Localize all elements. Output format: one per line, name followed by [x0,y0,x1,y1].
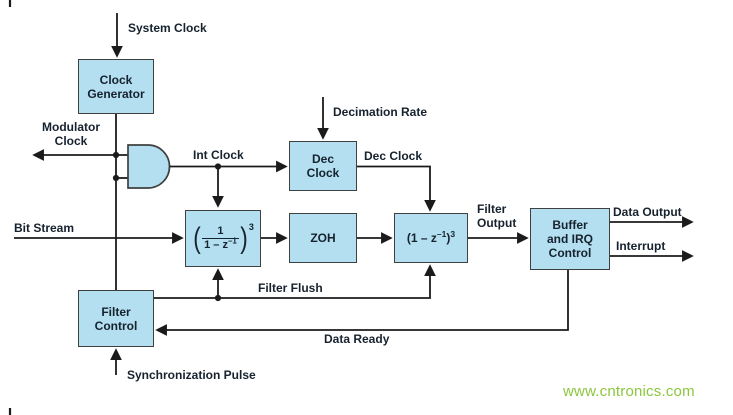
dec-clock-block: Dec Clock [289,141,357,191]
zoh-label: ZOH [310,231,336,245]
dec-clock-label-line1: Dec [311,152,334,166]
filter-flush-wire [154,264,436,299]
buffer-irq-label-line3: Control [548,246,592,260]
watermark: www.cntronics.com [563,383,695,400]
clock-generator-label-line1: Clock [99,72,133,87]
filter-output-label: Filter Output [477,202,517,230]
sinc-filter-block: ( 1 1 – z–1 ) 3 [185,210,261,267]
bit-stream-label: Bit Stream [14,221,75,235]
fraction-denominator: 1 – z–1 [202,236,239,251]
buffer-irq-label-line2: and IRQ [546,232,593,246]
clock-generator-block: Clock Generator [78,59,154,114]
dec-clock-label-line2: Clock [306,166,340,180]
buffer-irq-label-line1: Buffer [552,218,588,232]
interrupt-label: Interrupt [616,239,666,253]
differentiator-formula: (1 – z–1)3 [406,229,456,245]
sinc-filter-formula: ( 1 1 – z–1 ) 3 [193,221,254,255]
dec-clock-wire [357,165,436,212]
fraction: 1 1 – z–1 [202,225,239,252]
clock-generator-label-line2: Generator [87,86,145,101]
zoh-block: ZOH [289,213,357,263]
data-ready-label: Data Ready [324,332,390,346]
filter-control-block: Filter Control [78,290,154,347]
modulator-clock-label: Modulator Clock [42,120,100,148]
close-paren: ) [240,221,248,255]
fraction-numerator: 1 [217,225,224,237]
filter-control-label-line2: Control [94,318,138,333]
modulator-clock-junction [112,151,120,159]
and-gate [127,144,171,189]
and-input-junction [112,174,120,182]
synchronization-pulse-label: Synchronization Pulse [127,368,256,382]
open-paren: ( [193,221,201,255]
buffer-irq-block: Buffer and IRQ Control [530,208,610,270]
decimation-rate-label: Decimation Rate [333,105,428,119]
differentiator-block: (1 – z–1)3 [394,213,468,263]
filter-control-label-line1: Filter [101,304,131,319]
data-ready-wire [155,270,569,336]
dec-clock-signal-label: Dec Clock [364,149,423,163]
filter-flush-label: Filter Flush [258,281,323,295]
data-output-label: Data Output [613,205,682,219]
system-clock-label: System Clock [128,21,207,35]
int-clock-label: Int Clock [193,148,244,162]
